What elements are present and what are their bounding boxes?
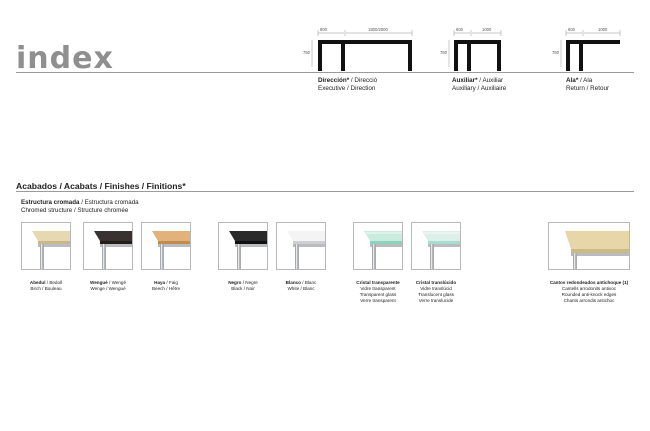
- product-ala-title: Ala* / Ala: [566, 77, 593, 84]
- desk-dimension-diagram: [311, 30, 413, 71]
- product-direccion-diagram: [304, 27, 416, 82]
- chrome-leg-highlight: [161, 244, 163, 269]
- structure-label: Estructura cromada / Estructura cromada: [21, 199, 139, 206]
- dim-height-1: 750: [303, 50, 310, 55]
- chrome-leg-highlight: [238, 244, 240, 269]
- caption-abedul: Abedul / Bedoll Birch / Bouleau: [29, 280, 63, 291]
- chrome-rail: [235, 244, 267, 247]
- header-rule: [16, 72, 634, 73]
- swatch-haya: [141, 222, 191, 270]
- caption-blanco: Blanco / Blanc White / Blanc: [285, 280, 317, 291]
- swatch-abedul: [21, 222, 71, 270]
- dim-length-2: 1000: [482, 27, 492, 32]
- chrome-rail: [571, 253, 629, 256]
- tabletop-surface: [422, 231, 460, 241]
- tabletop-surface: [287, 231, 325, 241]
- dim-width-3: 600: [568, 27, 575, 32]
- chrome-leg-highlight: [103, 244, 105, 269]
- swatch-cristal-translucido: [411, 222, 461, 270]
- product-auxiliar-diagram: [444, 27, 508, 82]
- chrome-leg-highlight: [373, 244, 375, 269]
- chrome-leg-highlight: [296, 244, 298, 269]
- dim-height-3: 750: [552, 50, 559, 55]
- tabletop-edge: [158, 241, 190, 244]
- dim-width-2: 600: [456, 27, 463, 32]
- chrome-rail: [158, 244, 190, 247]
- caption-cantos-redondeados: Cantos redondeados antichoque (1) Cantel…: [549, 280, 629, 303]
- product-auxiliar-title: Auxiliar* / Auxiliar: [452, 77, 504, 84]
- chrome-rail: [100, 244, 132, 247]
- chrome-leg-highlight: [431, 244, 433, 269]
- chrome-rail: [428, 244, 460, 247]
- structure-label-alt: Chromed structure / Structure chromée: [21, 207, 129, 214]
- chrome-leg-highlight: [574, 253, 576, 269]
- caption-haya: Haya / Faig Beech / Hêtre: [151, 280, 181, 291]
- product-ala-diagram: [556, 27, 626, 82]
- chrome-rail: [38, 244, 70, 247]
- tabletop-surface: [565, 231, 629, 249]
- chrome-leg-highlight: [41, 244, 43, 269]
- tabletop-edge: [571, 249, 629, 253]
- swatch-wengue: [83, 222, 133, 270]
- caption-cristal-translucido: Cristal translúcido Vidre translúcid Tra…: [415, 280, 457, 303]
- tabletop-edge: [428, 241, 460, 244]
- caption-cristal-transparente: Cristal transparente Vidre transparent T…: [356, 280, 400, 303]
- tabletop-edge: [293, 241, 325, 244]
- chrome-rail: [370, 244, 402, 247]
- caption-wengue: Wengué / Wengé Wenge / Wengué: [89, 280, 127, 291]
- dim-length-3: 1000: [598, 27, 608, 32]
- caption-negro: Negro / Negre Black / Noir: [228, 280, 258, 291]
- product-auxiliar-subtitle: Auxiliary / Auxiliaire: [452, 85, 507, 92]
- tabletop-surface: [94, 231, 132, 241]
- swatch-negro: [218, 222, 268, 270]
- finishes-title: Acabados / Acabats / Finishes / Finition…: [16, 181, 186, 191]
- swatch-cristal-transparente: [353, 222, 403, 270]
- dim-width-1: 800: [320, 27, 327, 32]
- tabletop-edge: [100, 241, 132, 244]
- index-logo: index: [16, 41, 114, 76]
- tabletop-surface: [152, 231, 190, 241]
- swatch-blanco: [276, 222, 326, 270]
- chrome-rail: [293, 244, 325, 247]
- product-direccion-subtitle: Executive / Direction: [318, 85, 376, 92]
- product-direccion-title: Dirección* / Direcció: [318, 77, 378, 84]
- tabletop-surface: [229, 231, 267, 241]
- tabletop-edge: [38, 241, 70, 244]
- tabletop-surface: [364, 231, 402, 241]
- tabletop-edge: [235, 241, 267, 244]
- finishes-rule: [16, 191, 634, 192]
- desk-dimension-diagram: [560, 30, 621, 71]
- tabletop-surface: [32, 231, 70, 241]
- dim-length-1: 1800/2000: [368, 27, 388, 32]
- swatch-cantos-redondeados: [548, 222, 630, 270]
- dim-height-2: 750: [440, 50, 447, 55]
- product-ala-subtitle: Return / Retour: [566, 85, 610, 92]
- desk-dimension-diagram: [448, 30, 502, 71]
- tabletop-edge: [370, 241, 402, 244]
